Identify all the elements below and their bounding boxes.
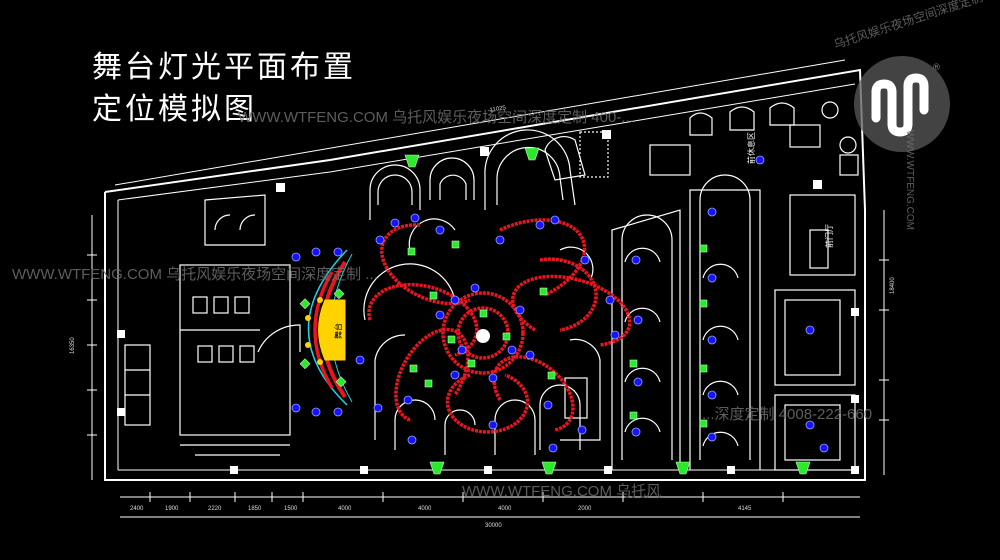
dim-bottom-2: 1900 bbox=[165, 506, 179, 512]
dim-bottom-4: 1850 bbox=[248, 506, 262, 512]
center-mirror-ball bbox=[476, 329, 490, 343]
dim-bottom-9: 2000 bbox=[578, 506, 592, 512]
dimension-ticks bbox=[87, 254, 889, 502]
dim-left-total: 16350 bbox=[70, 337, 76, 354]
brand-logo: ® bbox=[854, 56, 950, 152]
dancefloor-booths bbox=[363, 218, 601, 455]
logo-registered-mark: ® bbox=[932, 63, 941, 73]
watermark-4: WWW.WTFENG.COM 乌托风 bbox=[462, 483, 662, 500]
upper-booths bbox=[369, 129, 576, 220]
dim-bottom-3: 2220 bbox=[208, 506, 222, 512]
restrooms bbox=[124, 194, 301, 456]
logo-side-text: WWW.WTFENG.COM bbox=[904, 130, 915, 230]
watermark-2: WWW.WTFENG.COM 乌托风娱乐夜场空间深度定制 ... bbox=[12, 266, 378, 283]
dim-right-total: 18400 bbox=[890, 277, 896, 294]
blue-lights bbox=[291, 155, 829, 453]
lounge-furniture bbox=[544, 101, 859, 181]
entrance-label: 前门厅 bbox=[824, 224, 834, 248]
dim-bottom-1: 2400 bbox=[130, 506, 144, 512]
dim-bottom-7: 4000 bbox=[418, 506, 432, 512]
stage-yellow-lights bbox=[305, 297, 323, 365]
dim-bottom-total: 30000 bbox=[485, 523, 502, 529]
diagram-title-line1: 舞台灯光平面布置 bbox=[92, 50, 356, 85]
dim-bottom-5: 1500 bbox=[284, 506, 298, 512]
dimension-lines bbox=[91, 59, 885, 518]
right-booths bbox=[611, 174, 856, 471]
dim-top-diag: 11025 bbox=[489, 105, 507, 114]
dim-bottom-10: 4145 bbox=[738, 506, 752, 512]
stage-label: 舞台 bbox=[333, 323, 343, 339]
green-lights bbox=[299, 147, 811, 475]
dimension-labels: 30000 2400 1900 2220 1850 1500 4000 4000… bbox=[70, 105, 896, 529]
watermark-1: WWW.WTFENG.COM 乌托风娱乐夜场空间深度定制 400-... bbox=[238, 109, 634, 126]
diagram-title-line2: 定位模拟图 bbox=[92, 92, 257, 127]
watermark-3: ...深度定制 4008-222-660 bbox=[702, 406, 873, 423]
rest-area-label: 前休息区 bbox=[746, 132, 756, 164]
dim-bottom-6: 4000 bbox=[338, 506, 352, 512]
dim-bottom-8: 4000 bbox=[498, 506, 512, 512]
